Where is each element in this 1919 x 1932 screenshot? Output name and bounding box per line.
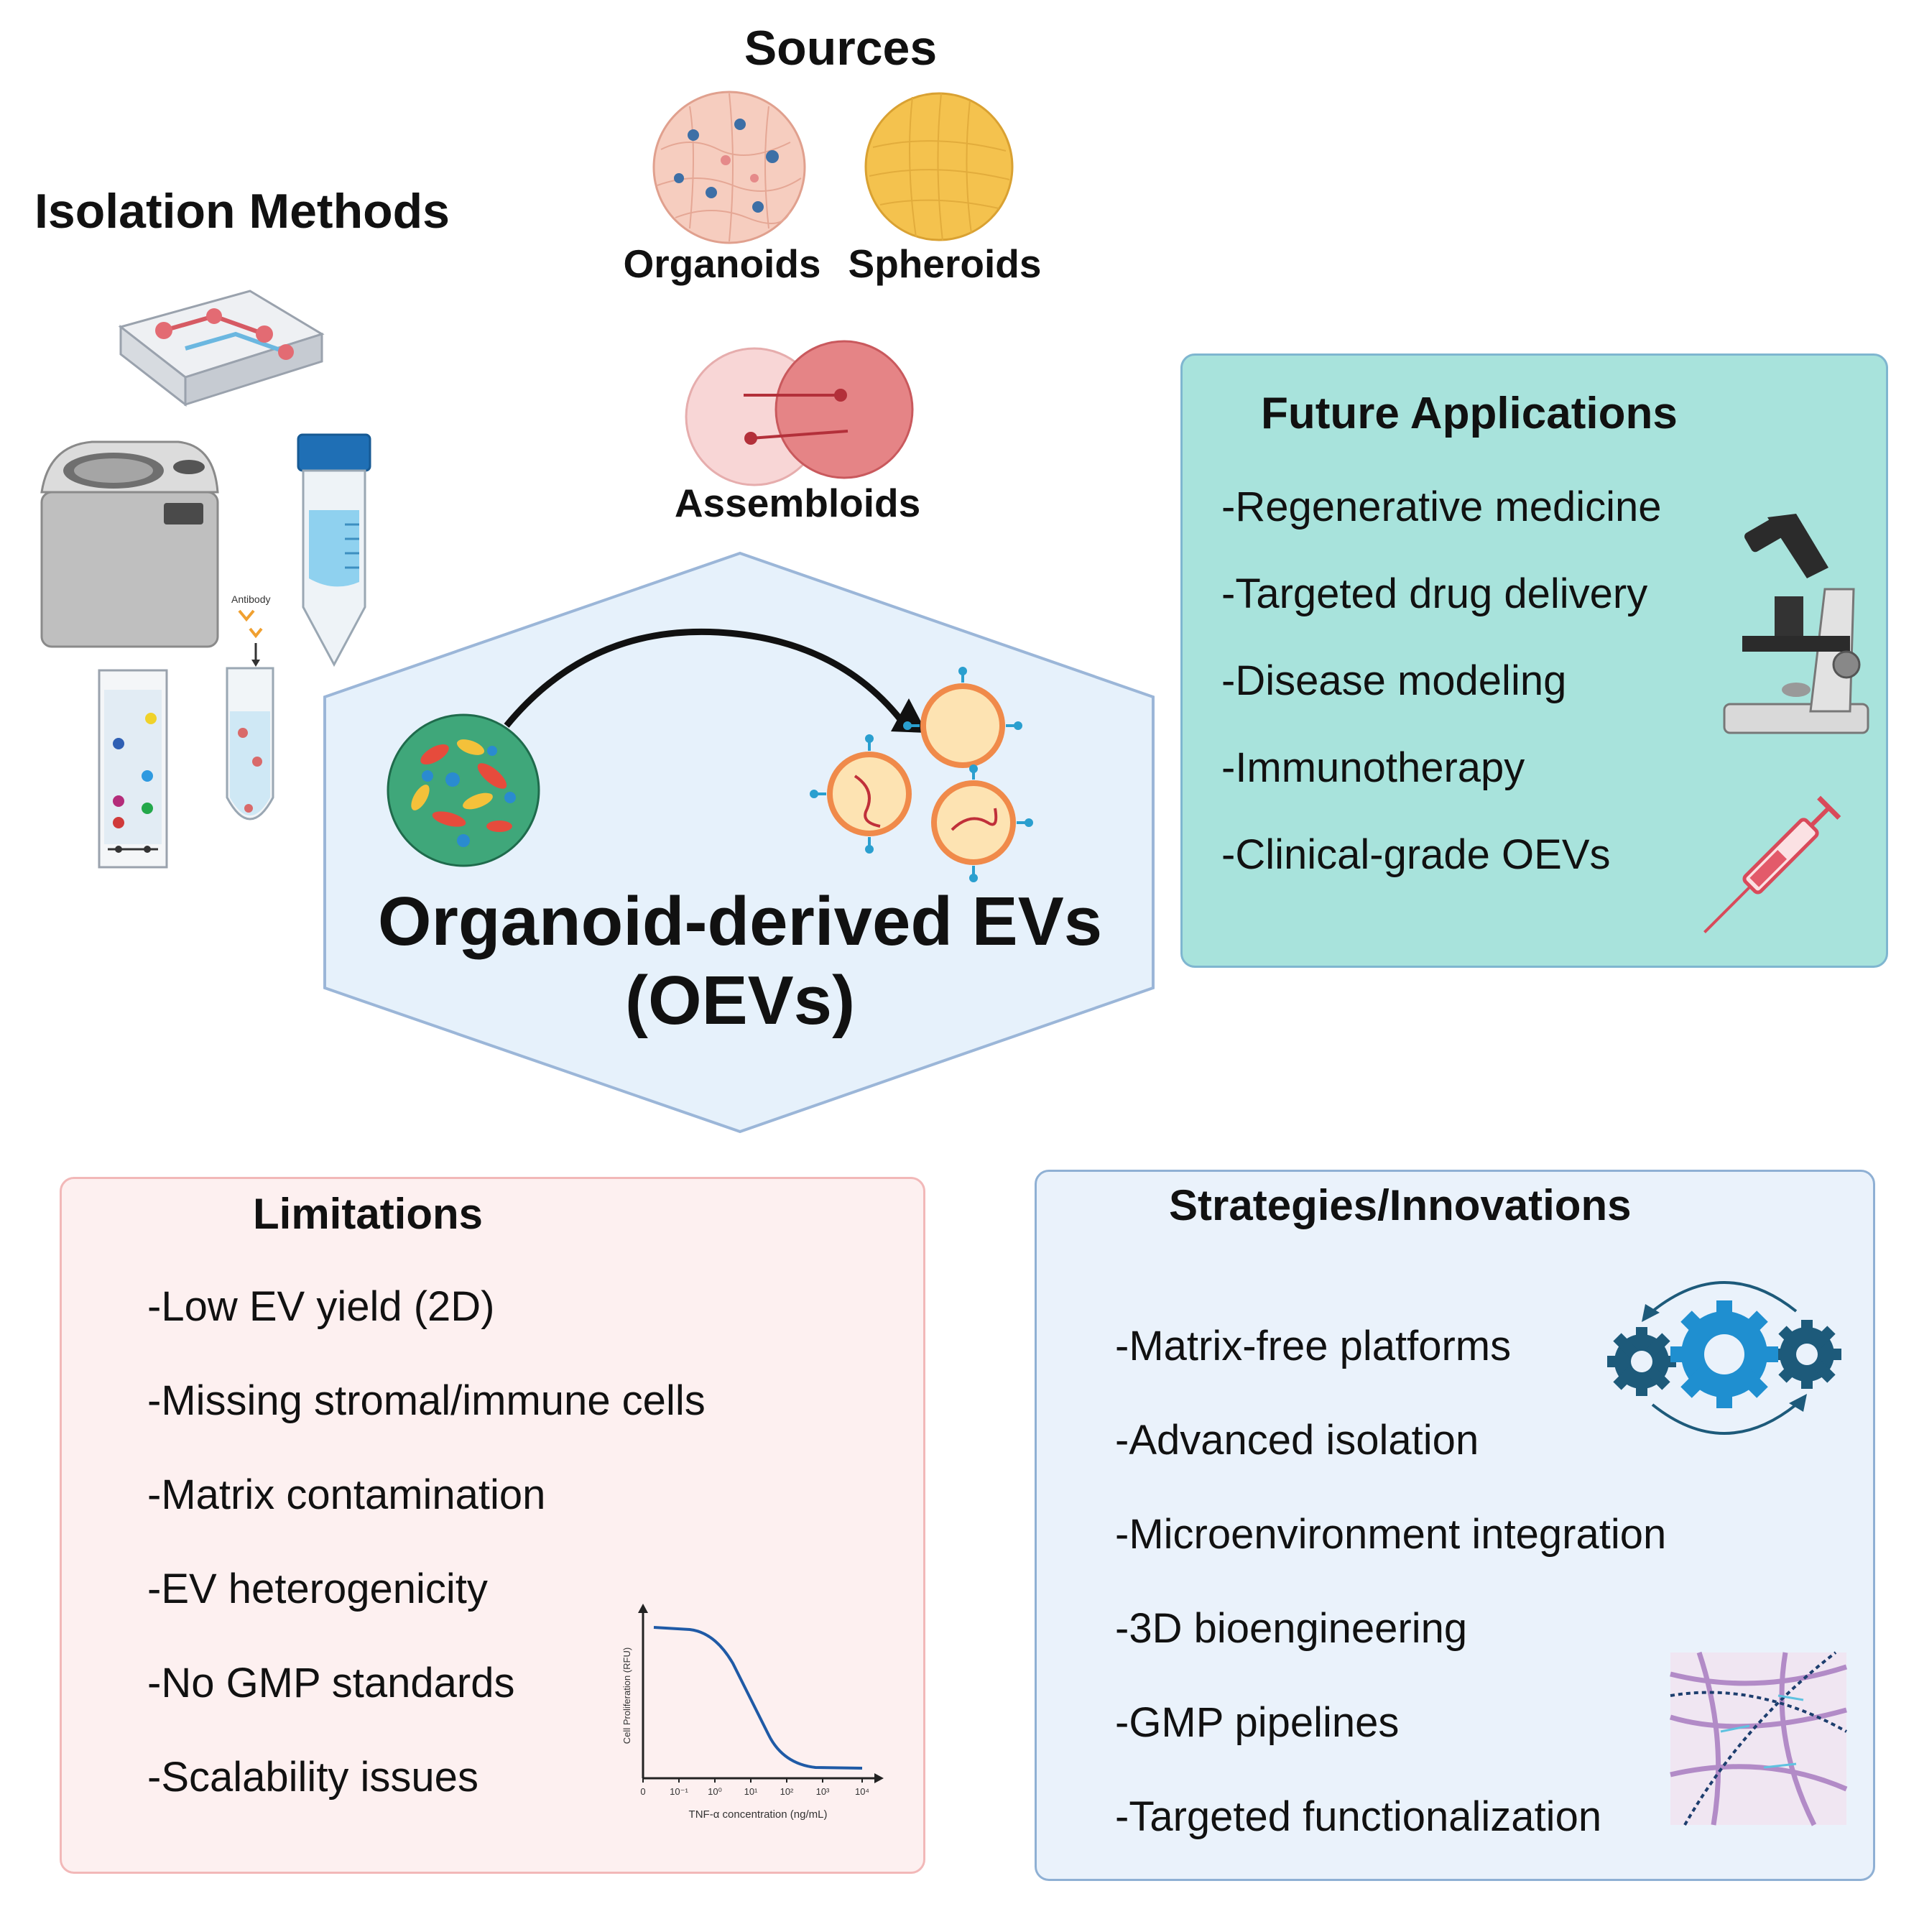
centrifuge-icon	[40, 440, 219, 648]
strategy-item: -3D bioengineering	[1115, 1605, 1468, 1652]
central-title-line1: Organoid-derived EVs	[377, 883, 1103, 960]
dose-response-mini-chart: 0 10⁻¹ 10⁰ 10¹ 10² 10³ 10⁴ TNF-α concent…	[621, 1604, 884, 1821]
mini-chart-tick: 10⁴	[855, 1786, 869, 1797]
limitation-item: -Scalability issues	[147, 1754, 478, 1801]
mini-chart-tick: 10²	[780, 1786, 794, 1797]
mini-chart-tick: 10¹	[744, 1786, 758, 1797]
strategy-item: -GMP pipelines	[1115, 1699, 1400, 1746]
mini-chart-xlabel: TNF-α concentration (ng/mL)	[689, 1808, 828, 1821]
hydrogel-fiber-icon	[1669, 1651, 1848, 1826]
mini-chart-tick: 10³	[816, 1786, 830, 1797]
strategy-item: -Targeted functionalization	[1115, 1793, 1602, 1840]
gears-icon	[1607, 1281, 1841, 1435]
isolation-title: Isolation Methods	[34, 184, 450, 239]
limitation-item: -No GMP standards	[147, 1660, 515, 1706]
organoids-label: Organoids	[623, 241, 821, 286]
limitation-item: -EV heterogenicity	[147, 1566, 488, 1612]
central-title-line2: (OEVs)	[624, 962, 856, 1039]
extracellular-vesicles-icon	[810, 667, 1033, 882]
limitation-item: -Matrix contamination	[147, 1471, 546, 1518]
chromatography-plate-icon	[98, 669, 168, 869]
future-item: -Targeted drug delivery	[1221, 570, 1648, 617]
limitation-item: -Low EV yield (2D)	[147, 1283, 495, 1330]
sources-title: Sources	[744, 21, 938, 75]
antibody-tube-icon	[226, 609, 274, 821]
mini-chart-tick: 10⁰	[708, 1786, 722, 1797]
future-item: -Regenerative medicine	[1221, 484, 1662, 530]
mini-chart-ylabel: Cell Proliferation (RFU)	[621, 1647, 632, 1744]
mini-chart-tick: 10⁻¹	[670, 1786, 688, 1797]
strategy-item: -Matrix-free platforms	[1115, 1323, 1512, 1369]
spheroids-label: Spheroids	[848, 241, 1042, 286]
antibody-label: Antibody	[231, 593, 271, 605]
limitation-item: -Missing stromal/immune cells	[147, 1377, 706, 1424]
organoid-icon	[652, 91, 806, 244]
strategy-item: -Microenvironment integration	[1115, 1511, 1667, 1558]
microfluidic-chip-icon	[118, 290, 325, 407]
organoid-colorful-icon	[387, 713, 540, 867]
future-item: -Immunotherapy	[1221, 744, 1525, 791]
assembloid-icon	[685, 340, 914, 486]
spheroid-icon	[864, 92, 1014, 241]
strategies-title: Strategies/Innovations	[1169, 1181, 1632, 1229]
assembloids-label: Assembloids	[674, 481, 921, 525]
falcon-tube-icon	[297, 433, 371, 667]
limitations-title: Limitations	[253, 1190, 484, 1238]
syringe-icon	[1703, 795, 1841, 933]
future-item: -Disease modeling	[1221, 657, 1567, 704]
mini-chart-tick: 0	[640, 1786, 645, 1797]
microscope-icon	[1723, 514, 1869, 734]
future-item: -Clinical-grade OEVs	[1221, 831, 1611, 878]
strategy-item: -Advanced isolation	[1115, 1417, 1479, 1464]
future-applications-title: Future Applications	[1261, 389, 1678, 438]
limitations-panel	[60, 1177, 925, 1874]
